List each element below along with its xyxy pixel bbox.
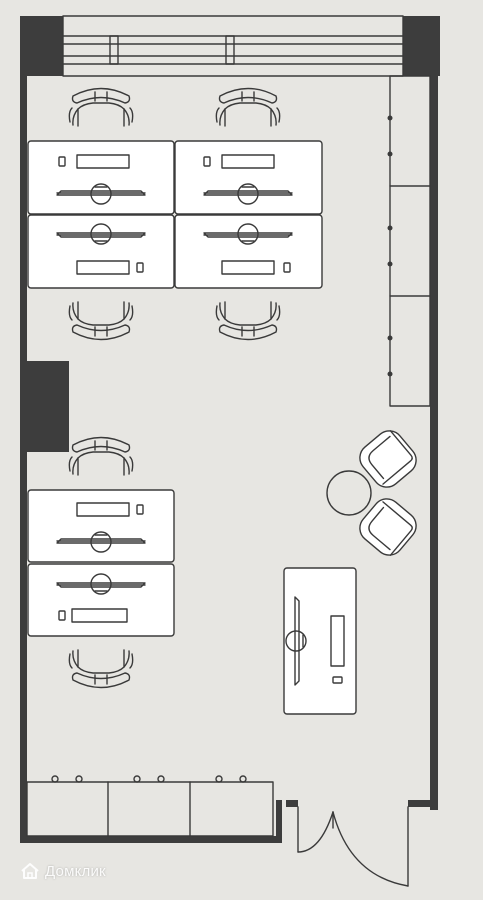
desk bbox=[27, 563, 175, 637]
office-chair bbox=[68, 301, 134, 341]
desk bbox=[27, 489, 175, 563]
office-chair bbox=[68, 87, 134, 127]
lounge bbox=[326, 430, 417, 556]
office-chair bbox=[215, 87, 281, 127]
round-table bbox=[326, 470, 372, 516]
office-chair bbox=[68, 436, 134, 476]
door bbox=[297, 806, 409, 887]
desk bbox=[27, 214, 175, 289]
window bbox=[62, 15, 404, 77]
monitor bbox=[285, 596, 307, 686]
wall-cabinet bbox=[387, 75, 431, 407]
desk bbox=[174, 214, 323, 289]
desk-cluster-bottom bbox=[27, 436, 175, 689]
armchair bbox=[359, 430, 417, 488]
low-cabinet bbox=[26, 775, 274, 837]
office-chair bbox=[215, 301, 281, 341]
desk-cluster-top bbox=[27, 87, 323, 341]
walls bbox=[20, 16, 440, 843]
desk bbox=[27, 140, 175, 215]
watermark: Домклик bbox=[20, 862, 106, 880]
desk bbox=[174, 140, 323, 215]
single-desk bbox=[283, 567, 357, 715]
watermark-text: Домклик bbox=[45, 862, 106, 880]
armchair bbox=[359, 498, 417, 556]
office-chair bbox=[68, 649, 134, 689]
house-logo-icon bbox=[21, 863, 39, 879]
